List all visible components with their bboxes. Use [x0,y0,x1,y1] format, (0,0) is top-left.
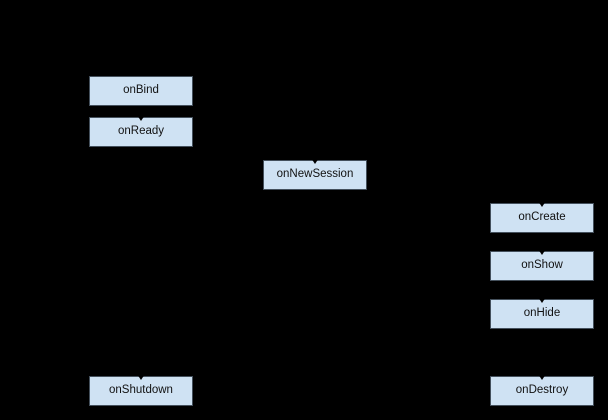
arrowhead-notch-icon [538,297,546,303]
node-label: onNewSession [276,168,354,181]
node-label: onHide [523,307,561,320]
node-ondestroy: onDestroy [490,374,594,406]
node-label: onShutdown [109,384,173,397]
node-onhide: onHide [490,297,594,329]
node-label: onCreate [518,211,566,224]
node-label: onShow [521,259,563,272]
node-label: onReady [117,125,165,138]
arrowhead-notch-icon [137,374,145,380]
node-label: onBind [123,84,159,97]
node-onready: onReady [89,115,193,147]
arrowhead-notch-icon [538,249,546,255]
node-label: onDestroy [515,384,569,397]
arrowhead-notch-icon [311,158,319,164]
node-onnewsession: onNewSession [263,158,367,190]
node-oncreate: onCreate [490,201,594,233]
arrowhead-notch-icon [538,374,546,380]
arrowhead-notch-icon [538,201,546,207]
node-onbind: onBind [89,76,193,106]
arrowhead-notch-icon [137,115,145,121]
node-onshutdown: onShutdown [89,374,193,406]
node-onshow: onShow [490,249,594,281]
